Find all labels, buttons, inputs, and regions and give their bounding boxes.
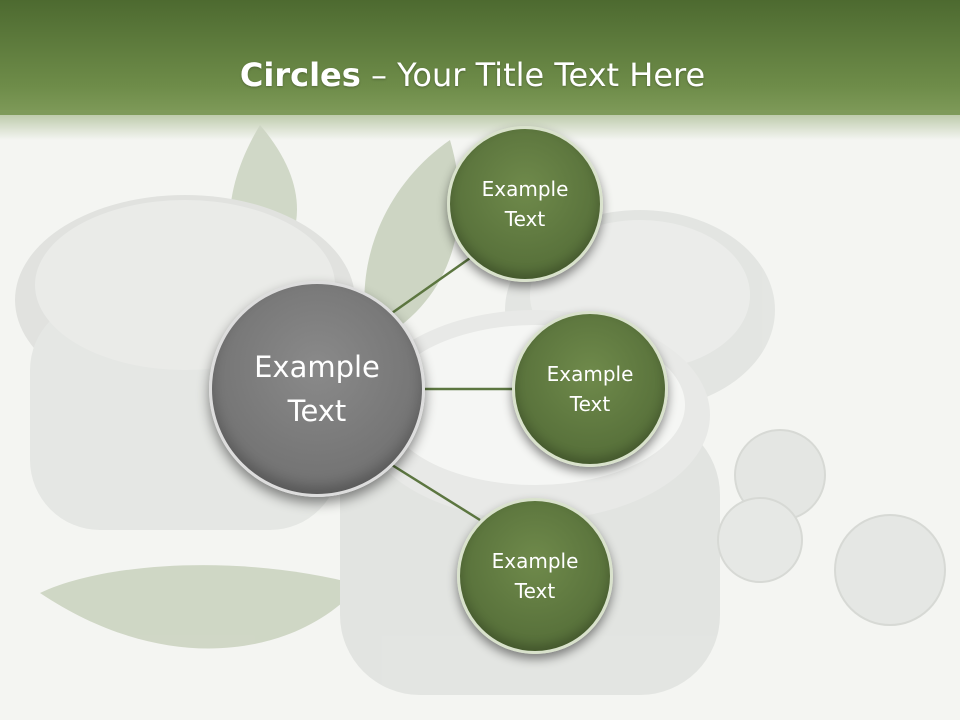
leaf-shape [364, 140, 460, 345]
hub-text-line1: Example [254, 350, 380, 384]
pearl [717, 497, 803, 583]
node-1-text-line2: Text [504, 207, 546, 231]
node-1-text-line1: Example [481, 177, 569, 201]
connector-line-3 [391, 463, 481, 522]
hub-circle: Example Text [209, 281, 425, 497]
node-2-text-line1: Example [546, 362, 634, 386]
page-title: Circles – Your Title Text Here [0, 52, 945, 98]
node-3-text-line1: Example [491, 549, 579, 573]
banner-fade [0, 110, 960, 140]
hub-text-line2: Text [287, 394, 347, 428]
node-2-text-line2: Text [569, 392, 611, 416]
node-circle-3: Example Text [457, 498, 613, 654]
node-3-text-line2: Text [514, 579, 556, 603]
pearl [834, 514, 946, 626]
title-rest: – Your Title Text Here [360, 56, 706, 94]
node-circle-1: Example Text [447, 126, 603, 282]
title-banner [0, 0, 960, 115]
connector-line-1 [391, 254, 474, 315]
leaf-shape [40, 565, 360, 649]
node-circle-2: Example Text [512, 311, 668, 467]
title-bold: Circles [239, 56, 361, 94]
